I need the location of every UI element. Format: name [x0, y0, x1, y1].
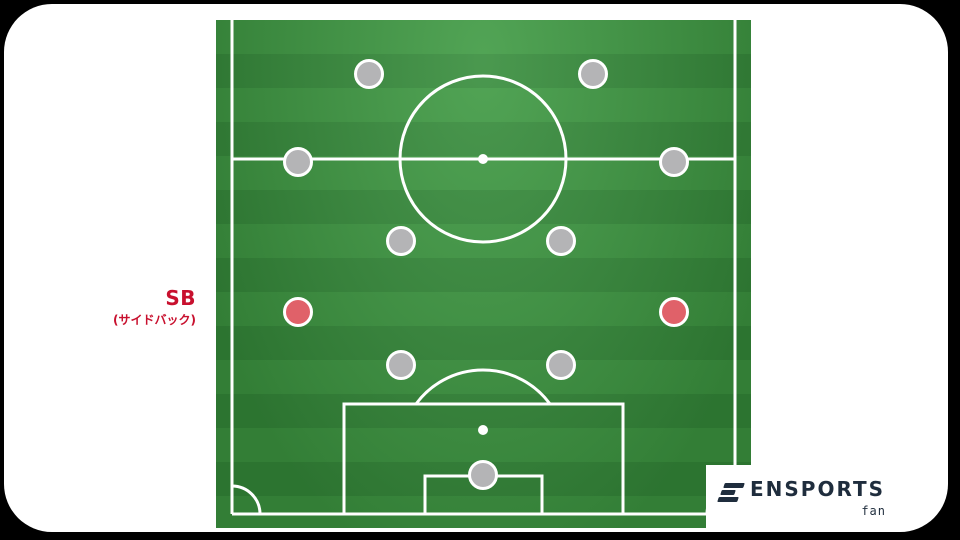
football-pitch	[216, 20, 751, 528]
corner-arc-left	[231, 484, 262, 515]
player-wide-midfielder-left	[283, 147, 313, 177]
player-side-back-left	[283, 297, 313, 327]
sb-callout: SB (サイドバック)	[113, 288, 196, 326]
player-forward-right	[578, 59, 608, 89]
slide-card: SB (サイドバック)	[4, 4, 948, 532]
penalty-arc	[414, 368, 552, 405]
brand-name: ENSPORTS	[750, 477, 886, 501]
ensports-mark-icon	[717, 483, 745, 503]
centre-circle	[398, 74, 568, 244]
player-forward-left	[354, 59, 384, 89]
player-goalkeeper	[468, 460, 498, 490]
player-wide-midfielder-right	[659, 147, 689, 177]
player-centre-back-right	[546, 350, 576, 380]
player-central-midfielder-left	[386, 226, 416, 256]
penalty-box	[342, 402, 625, 516]
player-side-back-right	[659, 297, 689, 327]
player-central-midfielder-right	[546, 226, 576, 256]
centre-spot	[478, 154, 488, 164]
brand-sub: fan	[861, 504, 886, 518]
penalty-spot	[478, 425, 488, 435]
player-centre-back-left	[386, 350, 416, 380]
pitch-markings	[230, 20, 737, 516]
sb-callout-label: SB	[165, 286, 196, 310]
ensports-fan-logo: ENSPORTS fan	[706, 465, 894, 531]
sb-callout-sublabel: (サイドバック)	[113, 313, 196, 327]
